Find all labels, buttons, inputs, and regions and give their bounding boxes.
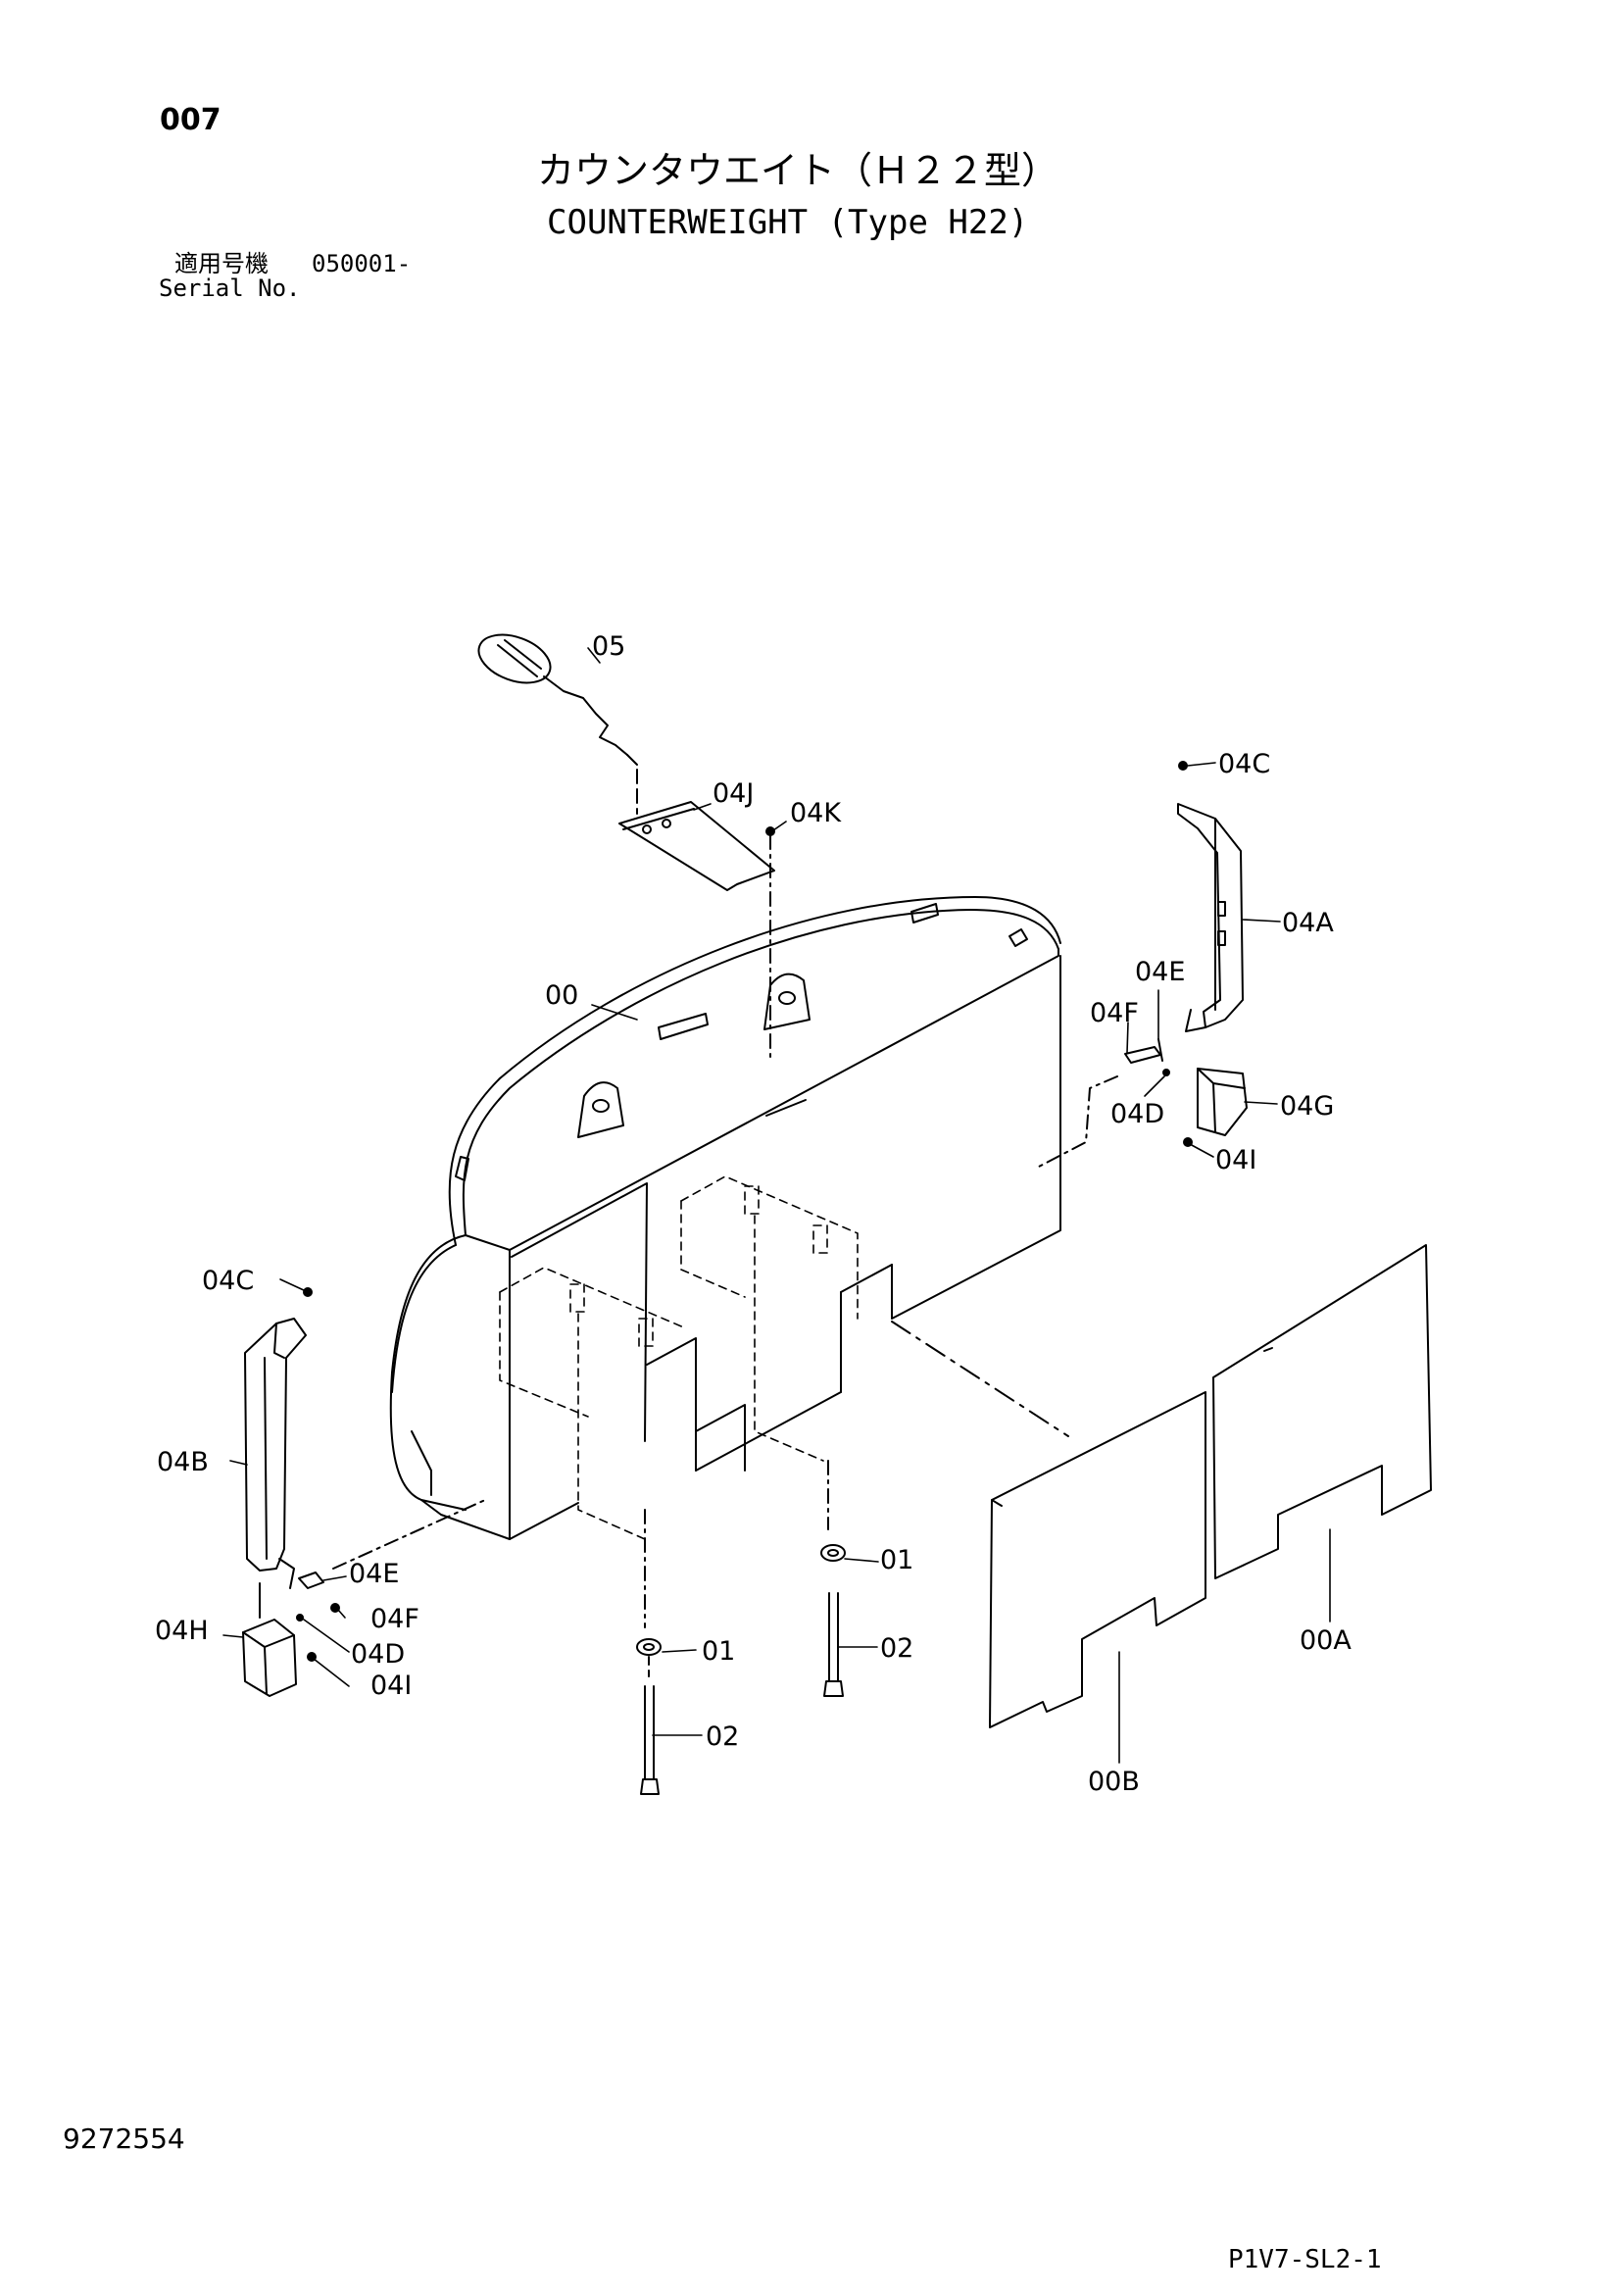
part-05-key — [477, 633, 638, 815]
callout-04A: 04A — [1282, 908, 1334, 938]
part-04H-block-left — [242, 1619, 317, 1697]
part-04B-cover-left — [244, 1287, 313, 1589]
serial-label-japanese: 適用号機 — [174, 250, 269, 277]
document-number: 9272554 — [63, 2122, 185, 2155]
callout-01-right: 01 — [880, 1545, 913, 1575]
callout-04D-right: 04D — [1110, 1099, 1164, 1129]
bolt-washer-left — [636, 1509, 662, 1795]
callout-05: 05 — [592, 631, 625, 662]
part-00A-plate — [1212, 1244, 1432, 1579]
part-04J-plate — [618, 801, 775, 891]
centerline-to-plates — [891, 1321, 1069, 1437]
part-04G-block-right — [1183, 1068, 1248, 1147]
page-number: 007 — [160, 103, 221, 137]
leader-lines — [222, 647, 1331, 1764]
callout-04I-right: 04I — [1215, 1145, 1256, 1175]
part-00-counterweight — [389, 896, 1061, 1540]
callout-04D-left: 04D — [351, 1639, 405, 1670]
callout-04K: 04K — [790, 798, 842, 828]
callout-04E-left: 04E — [349, 1559, 399, 1589]
callout-04G: 04G — [1280, 1091, 1334, 1122]
callout-04F-right: 04F — [1090, 998, 1139, 1028]
part-04E-04F-04D-right — [1038, 1038, 1170, 1168]
callout-04B: 04B — [157, 1447, 209, 1477]
callout-01-left: 01 — [702, 1636, 735, 1667]
bolt-washer-right — [820, 1460, 846, 1697]
callout-labels: 05 04J 04K 04C 04A 04E 04F 04D 04G 04I 0… — [155, 631, 1352, 1797]
callout-02-left: 02 — [706, 1722, 739, 1752]
callout-04H: 04H — [155, 1616, 209, 1646]
callout-00B: 00B — [1088, 1767, 1140, 1797]
callout-04C-left: 04C — [202, 1266, 254, 1296]
sheet-reference: P1V7-SL2-1 — [1228, 2245, 1382, 2274]
callout-04J: 04J — [713, 778, 754, 809]
part-04A-cover-right — [1177, 761, 1244, 1032]
part-04K-bolt — [765, 826, 775, 1060]
callout-02-right: 02 — [880, 1633, 913, 1664]
callout-04I-left: 04I — [370, 1671, 412, 1701]
part-00B-plate — [989, 1391, 1206, 1728]
callout-00A: 00A — [1300, 1625, 1352, 1656]
part-04E-04F-04D-left — [259, 1499, 486, 1622]
callout-04C-right: 04C — [1218, 749, 1270, 779]
serial-value: 050001- — [312, 250, 412, 277]
callout-04E-right: 04E — [1135, 957, 1185, 987]
serial-label-english: Serial No. — [159, 275, 301, 302]
callout-00: 00 — [545, 980, 578, 1011]
callout-04F-left: 04F — [370, 1604, 419, 1634]
title-english: COUNTERWEIGHT (Type H22) — [547, 203, 1029, 242]
title-japanese: カウンタウエイト（Ｈ２２型） — [537, 149, 1059, 192]
